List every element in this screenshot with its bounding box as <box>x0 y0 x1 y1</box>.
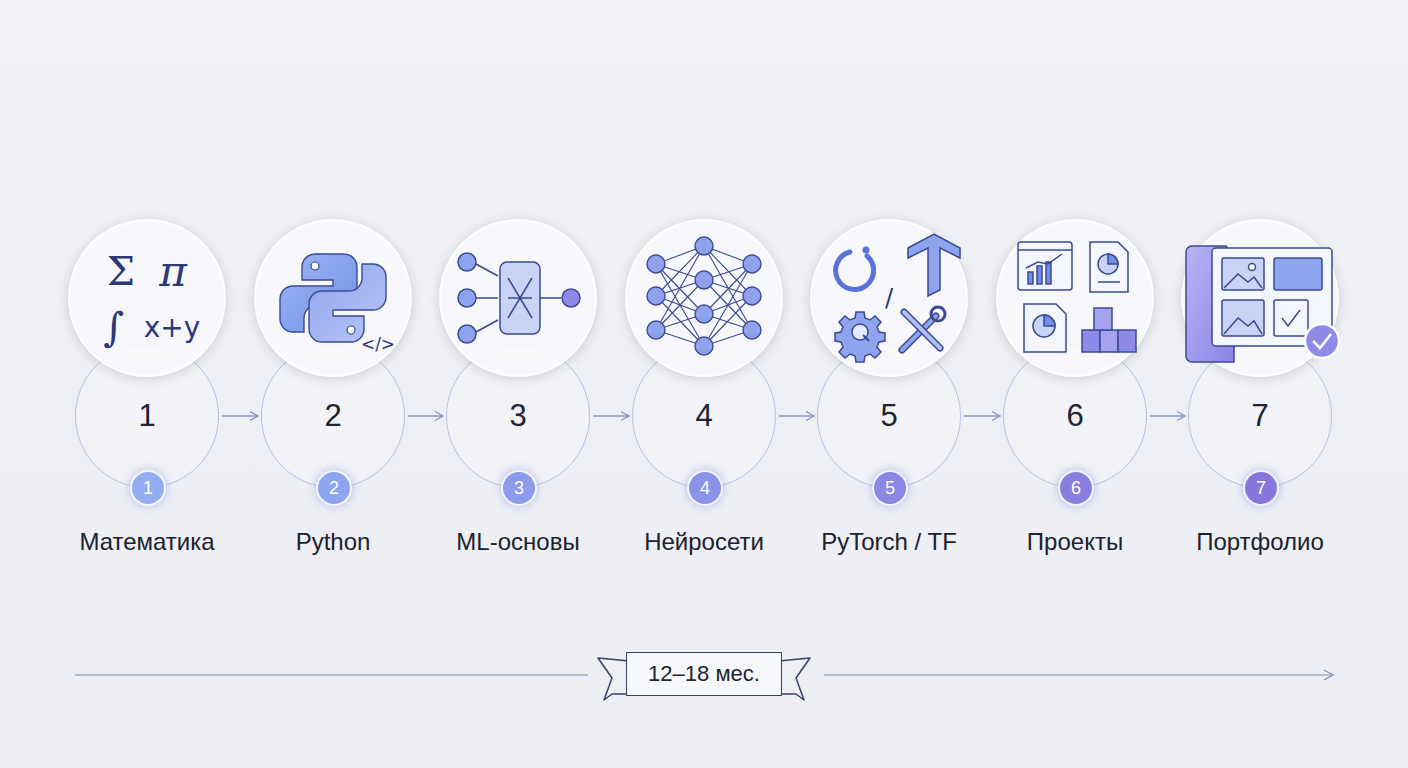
badge-number: 5 <box>885 478 895 499</box>
step-circle: 6Проекты6 <box>1003 344 1147 488</box>
step-circle: 5PyTorch / TF5 <box>817 344 961 488</box>
step-label: ML-основы <box>456 528 579 556</box>
step-number: 3 <box>447 398 589 434</box>
step-arrow <box>1150 415 1185 416</box>
projects-icon <box>1018 242 1136 352</box>
icon-symbol: x+y <box>144 311 201 344</box>
step-number: 6 <box>1004 398 1146 434</box>
timeline-line <box>824 674 1333 676</box>
step-number: 4 <box>633 398 775 434</box>
icon-symbol: Σ <box>107 248 135 294</box>
neural-network-icon <box>647 237 761 355</box>
step-badge: 2 <box>316 470 352 506</box>
duration-ribbon: 12–18 мес. <box>626 652 782 696</box>
step-label: Python <box>296 528 371 556</box>
badge-number: 3 <box>514 478 524 499</box>
badge-number: 7 <box>1256 478 1266 499</box>
step-circle: 2Python2 <box>261 344 405 488</box>
step-number: 1 <box>76 398 218 434</box>
step-badge: 3 <box>501 470 537 506</box>
portfolio-icon <box>1186 246 1339 362</box>
badge-number: 1 <box>143 478 153 499</box>
step-number: 5 <box>818 398 960 434</box>
step-label: Математика <box>79 528 214 556</box>
badge-number: 2 <box>329 478 339 499</box>
ml-model-icon <box>458 253 580 343</box>
step-circle: 7Портфолио7 <box>1188 344 1332 488</box>
step-arrow <box>779 415 814 416</box>
step-arrow <box>593 415 629 416</box>
step-badge: 4 <box>687 470 723 506</box>
icon-symbol: </> <box>361 334 395 354</box>
icon-symbol: ∫ <box>104 304 125 350</box>
step-label: PyTorch / TF <box>821 528 957 556</box>
step-badge: 6 <box>1058 470 1094 506</box>
step-circle: 1Математика1 <box>75 344 219 488</box>
icon-symbol: / <box>885 284 893 312</box>
step-arrow <box>408 415 443 416</box>
icon-circles <box>69 220 1338 376</box>
step-badge: 5 <box>872 470 908 506</box>
step-label: Нейросети <box>644 528 764 556</box>
step-circle: 4Нейросети4 <box>632 344 776 488</box>
step-label: Портфолио <box>1196 528 1324 556</box>
step-circle: 3ML-основы3 <box>446 344 590 488</box>
timeline-line <box>75 674 588 676</box>
step-number: 2 <box>262 398 404 434</box>
step-label: Проекты <box>1027 528 1123 556</box>
python-logo <box>280 254 386 342</box>
step-arrow <box>222 415 258 416</box>
badge-number: 6 <box>1071 478 1081 499</box>
duration-label: 12–18 мес. <box>648 661 760 687</box>
step-number: 7 <box>1189 398 1331 434</box>
step-arrow <box>964 415 1000 416</box>
step-badge: 1 <box>130 470 166 506</box>
framework-icons <box>835 234 960 362</box>
step-badge: 7 <box>1243 470 1279 506</box>
badge-number: 4 <box>700 478 710 499</box>
icon-symbol: π <box>159 247 187 296</box>
